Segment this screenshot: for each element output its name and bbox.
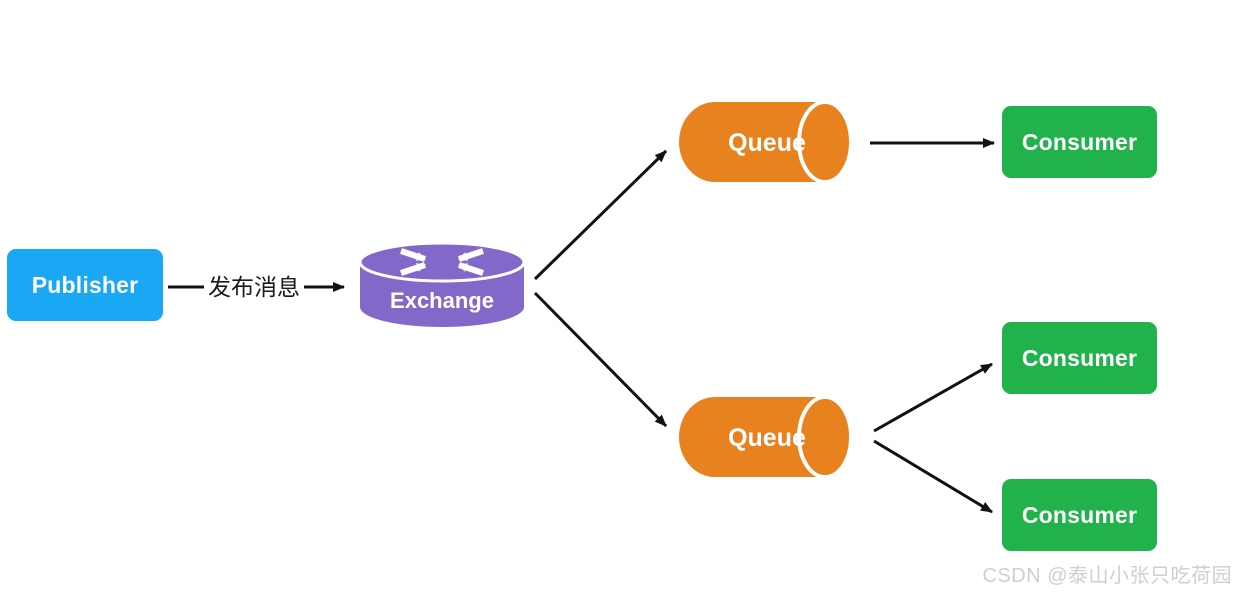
- queue-end-face: [797, 101, 853, 183]
- queue-body: [679, 397, 825, 477]
- consumer-node-1: Consumer: [1002, 106, 1157, 178]
- routing-arrows-icon: [400, 248, 484, 276]
- exchange-top-face: [358, 241, 526, 283]
- publisher-label: Publisher: [31, 271, 139, 298]
- watermark: CSDN @泰山小张只吃荷园: [982, 565, 1232, 587]
- queue-node-top: Queue: [679, 101, 853, 183]
- consumer-node-2: Consumer: [1002, 322, 1157, 394]
- arrow-exchange-to-queue-bottom: [533, 291, 668, 428]
- exchange-node: Exchange: [358, 241, 526, 327]
- consumer-label: Consumer: [1021, 501, 1138, 528]
- queue-body: [679, 102, 825, 182]
- queue-end-face: [797, 396, 853, 478]
- queue-label: Queue: [728, 129, 806, 157]
- arrow-queue-bottom-to-consumer-3: [873, 439, 993, 514]
- publisher-node: Publisher: [7, 249, 163, 321]
- consumer-node-3: Consumer: [1002, 479, 1157, 551]
- consumer-label: Consumer: [1021, 128, 1138, 155]
- publish-message-label: 发布消息: [204, 272, 304, 302]
- consumer-label: Consumer: [1021, 344, 1138, 371]
- arrow-queue-bottom-to-consumer-2: [873, 362, 993, 433]
- queue-label: Queue: [728, 424, 806, 452]
- queue-node-bottom: Queue: [679, 396, 853, 478]
- arrow-exchange-to-queue-top: [533, 149, 668, 281]
- exchange-label: Exchange: [390, 288, 494, 313]
